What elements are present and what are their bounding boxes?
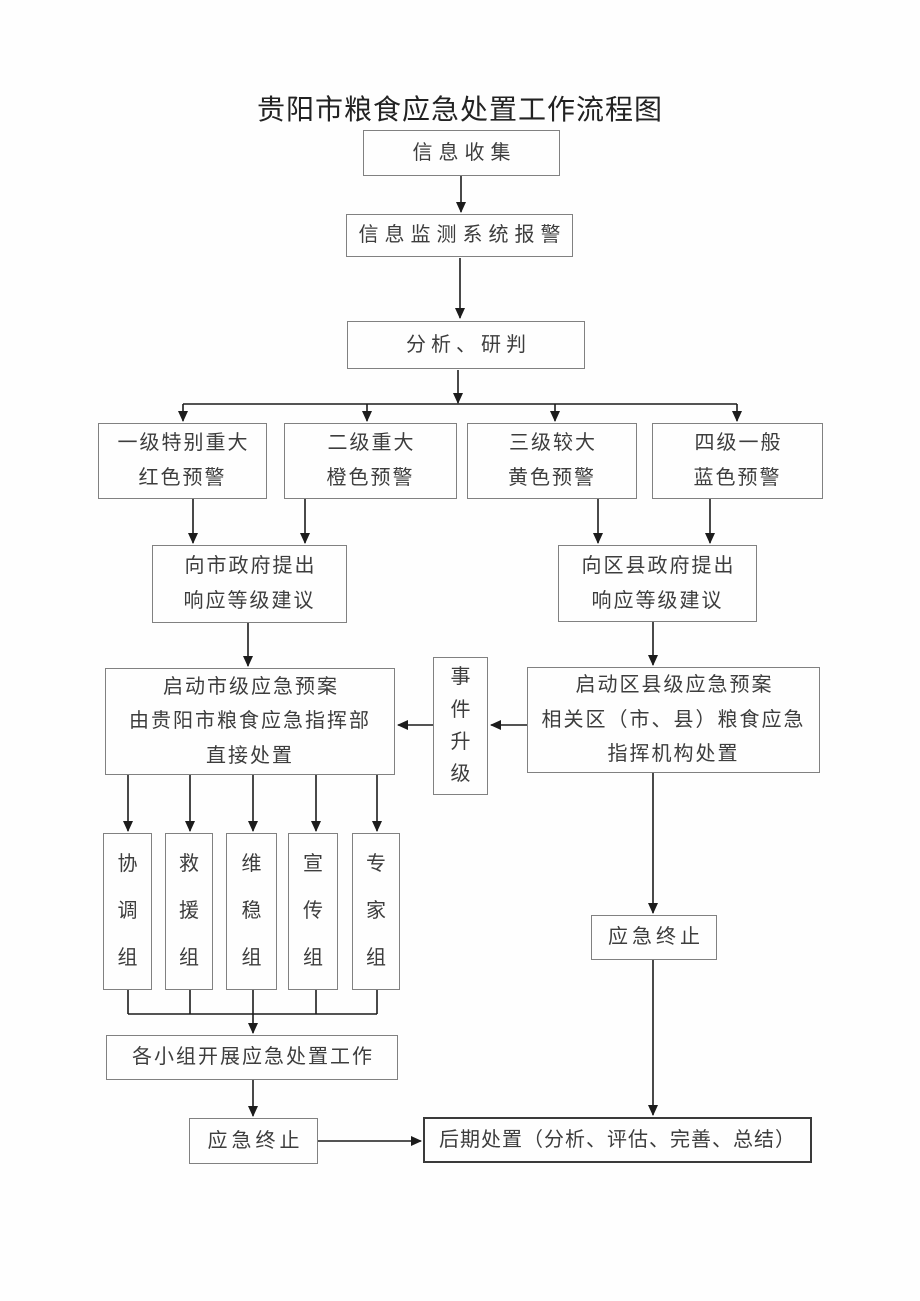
node-group-publicity: 宣 传 组 <box>288 833 338 990</box>
node-analysis: 分析、研判 <box>347 321 585 369</box>
node-monitor-alarm: 信息监测系统报警 <box>346 214 573 257</box>
node-group-stability: 维 稳 组 <box>226 833 277 990</box>
node-district-plan: 启动区县级应急预案 相关区（市、县）粮食应急 指挥机构处置 <box>527 667 820 773</box>
node-groups-work: 各小组开展应急处置工作 <box>106 1035 398 1080</box>
node-city-plan: 启动市级应急预案 由贵阳市粮食应急指挥部 直接处置 <box>105 668 395 775</box>
node-warning-level2: 二级重大 橙色预警 <box>284 423 457 499</box>
node-terminate-left: 应急终止 <box>189 1118 318 1164</box>
node-post-disposal: 后期处置（分析、评估、完善、总结） <box>423 1117 812 1163</box>
node-warning-level1: 一级特别重大 红色预警 <box>98 423 267 499</box>
node-group-coordination: 协 调 组 <box>103 833 152 990</box>
node-warning-level4: 四级一般 蓝色预警 <box>652 423 823 499</box>
node-suggest-city: 向市政府提出 响应等级建议 <box>152 545 347 623</box>
node-info-collect: 信息收集 <box>363 130 560 176</box>
node-group-expert: 专 家 组 <box>352 833 400 990</box>
node-terminate-right: 应急终止 <box>591 915 717 960</box>
node-event-upgrade: 事 件 升 级 <box>433 657 488 795</box>
node-suggest-district: 向区县政府提出 响应等级建议 <box>558 545 757 622</box>
page-title: 贵阳市粮食应急处置工作流程图 <box>256 95 663 126</box>
node-group-rescue: 救 援 组 <box>165 833 213 990</box>
node-warning-level3: 三级较大 黄色预警 <box>467 423 637 499</box>
